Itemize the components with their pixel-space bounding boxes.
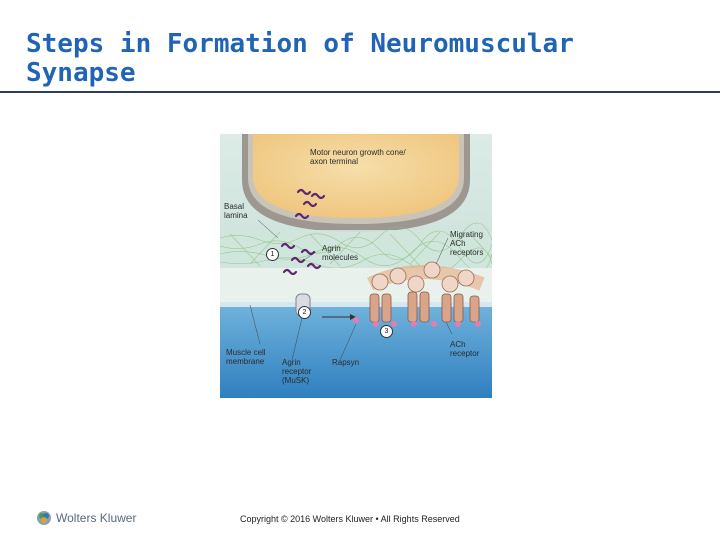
leader-lines — [249, 219, 453, 361]
wolters-kluwer-logo-icon — [37, 511, 51, 525]
label-migrating-ach: Migrating ACh receptors — [450, 230, 484, 257]
label-basal-lamina: Basal lamina — [224, 202, 248, 220]
synapse-illustration — [220, 134, 492, 398]
label-muscle-membrane: Muscle cell membrane — [226, 348, 266, 366]
footer-logo-text: Wolters Kluwer — [56, 511, 137, 525]
label-agrin-molecules: Agrin molecules — [322, 244, 359, 262]
footer-logo: Wolters Kluwer — [36, 510, 136, 526]
step-2-marker: 2 — [298, 306, 311, 319]
step-3-marker: 3 — [380, 325, 393, 338]
rapsyn-dots — [353, 317, 481, 327]
title-divider — [0, 91, 720, 93]
axon-terminal — [253, 134, 459, 218]
label-growth-cone: Motor neuron growth cone/ axon terminal — [310, 148, 406, 166]
migrating-ach-receptors — [371, 261, 475, 293]
label-agrin-receptor: Agrin receptor (MuSK) — [282, 358, 312, 385]
agrin-molecule-group — [280, 188, 326, 276]
rapsyn-arrowhead — [350, 314, 356, 320]
label-ach-receptor: ACh receptor — [450, 340, 480, 358]
slide-title: Steps in Formation of Neuromuscular Syna… — [26, 29, 574, 88]
muscle-membrane-line — [220, 302, 492, 307]
copyright-notice: Copyright © 2016 Wolters Kluwer • All Ri… — [240, 514, 460, 524]
step-1-marker: 1 — [266, 248, 279, 261]
embedded-ach-receptors — [369, 291, 480, 323]
label-rapsyn: Rapsyn — [332, 358, 360, 367]
neuromuscular-synapse-figure: Motor neuron growth cone/ axon terminal … — [220, 134, 492, 398]
